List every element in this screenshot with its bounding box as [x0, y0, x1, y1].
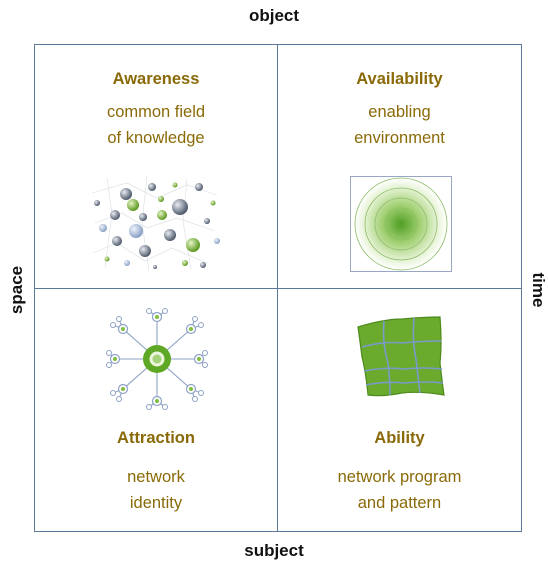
quadrant-subtitle-line2: identity [129, 494, 183, 512]
quadrant-title: Ability [374, 429, 425, 447]
quadrant-subtitle-line2: and pattern [357, 494, 442, 512]
particle-field-icon [91, 175, 220, 272]
quadrant-awareness: Awareness common field of knowledge [34, 44, 278, 289]
hub-network-icon [106, 308, 208, 410]
quadrant-subtitle-line1: network [127, 468, 185, 486]
quadrant-title: Awareness [112, 70, 200, 88]
axis-label-object: object [248, 6, 300, 25]
quadrant-subtitle-line1: common field [106, 103, 206, 121]
axis-label-subject: subject [244, 541, 304, 560]
quadrant-attraction: Attraction network identity [34, 288, 278, 532]
grid-pattern-icon [357, 316, 445, 397]
quadrant-availability: Availability enabling environment [277, 44, 522, 289]
quadrant-subtitle-line2: environment [354, 129, 445, 147]
concentric-circles-icon [350, 176, 452, 272]
quadrant-title: Availability [356, 70, 443, 88]
quadrant-subtitle-line2: of knowledge [107, 129, 205, 147]
quadrant-subtitle-line1: network program [337, 468, 462, 486]
axis-label-space: space [7, 265, 26, 315]
quadrant-title: Attraction [117, 429, 195, 447]
axis-label-time: time [529, 272, 548, 308]
quadrant-ability: Ability network program and pattern [277, 288, 522, 532]
quadrant-subtitle-line1: enabling [368, 103, 431, 121]
